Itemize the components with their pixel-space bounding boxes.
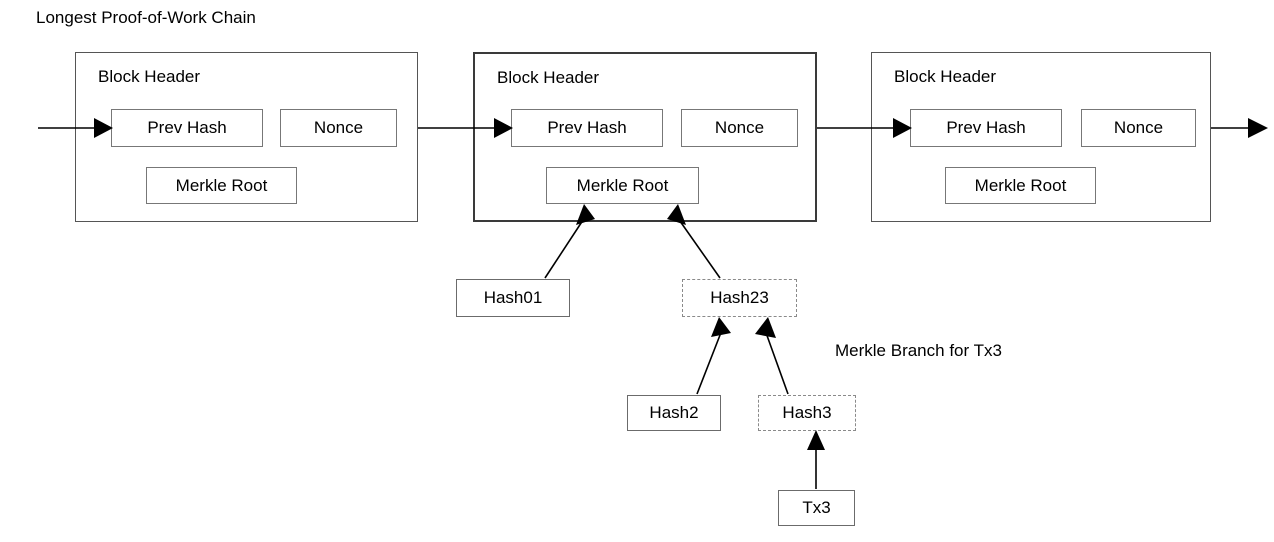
merkle-node-hash2[interactable]: Hash2 (627, 395, 721, 431)
merkle-node-hash01[interactable]: Hash01 (456, 279, 570, 317)
block-2-merkle-root-field[interactable]: Merkle Root (546, 167, 699, 204)
merkle-branch-annotation: Merkle Branch for Tx3 (835, 341, 1002, 360)
merkle-node-tx3[interactable]: Tx3 (778, 490, 855, 526)
block-3-header-label: Block Header (894, 67, 997, 86)
block-2-prev-hash-field[interactable]: Prev Hash (511, 109, 663, 147)
block-1-prev-hash-field[interactable]: Prev Hash (111, 109, 263, 147)
chain-arrow-out-block3 (1211, 118, 1268, 138)
block-3-merkle-root-field[interactable]: Merkle Root (945, 167, 1096, 204)
block-3-nonce-field[interactable]: Nonce (1081, 109, 1196, 147)
block-2-header-label: Block Header (497, 68, 600, 87)
merkle-node-hash23[interactable]: Hash23 (682, 279, 797, 317)
block-1-header-label: Block Header (98, 67, 201, 86)
merkle-node-hash3[interactable]: Hash3 (758, 395, 856, 431)
diagram-title: Longest Proof-of-Work Chain (36, 8, 256, 27)
block-1-merkle-root-field[interactable]: Merkle Root (146, 167, 297, 204)
block-1-nonce-field[interactable]: Nonce (280, 109, 397, 147)
block-3-prev-hash-field[interactable]: Prev Hash (910, 109, 1062, 147)
arrow-hash3-to-hash23 (755, 317, 789, 395)
block-2-nonce-field[interactable]: Nonce (681, 109, 798, 147)
arrow-hash2-to-hash23 (696, 317, 731, 395)
arrow-tx3-to-hash3 (807, 430, 825, 489)
